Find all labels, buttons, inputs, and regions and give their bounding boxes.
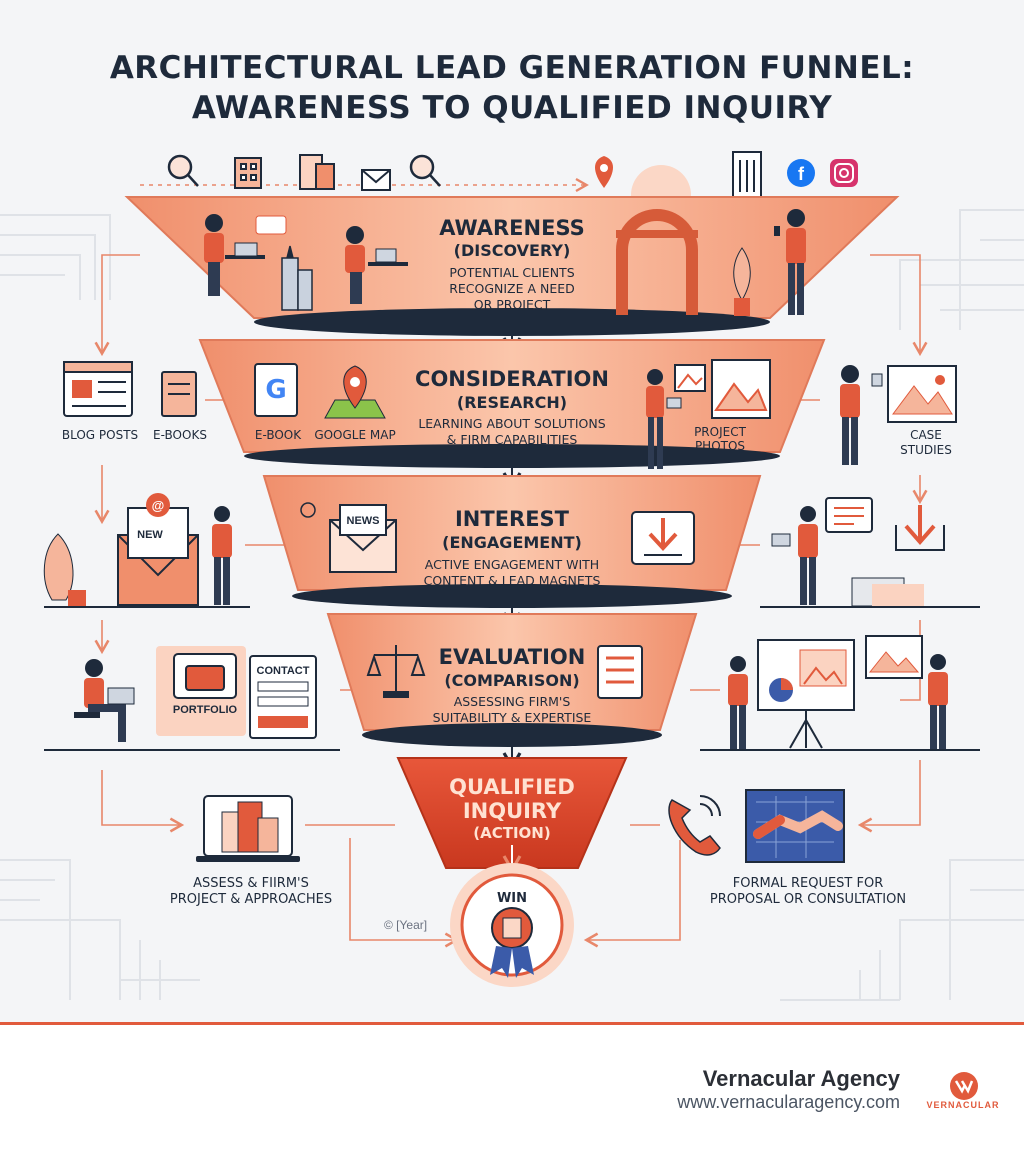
envelope-icon <box>361 169 391 191</box>
portfolio-card: PORTFOLIO <box>156 646 246 736</box>
stage-description: LEARNING ABOUT SOLUTIONS <box>418 416 605 431</box>
svg-text:G: G <box>265 375 286 405</box>
vernacular-logo-icon <box>950 1072 978 1100</box>
agency-name: Vernacular Agency <box>702 1066 900 1091</box>
win-badge[interactable]: WIN <box>450 863 574 987</box>
stage-subtitle: (ACTION) <box>473 824 550 842</box>
case-study-image-icon <box>887 365 957 423</box>
e-books-label: E-BOOKS <box>153 428 207 442</box>
building-icon-1 <box>234 157 262 189</box>
stage-description: RECOGNIZE A NEED <box>449 281 575 296</box>
project-photos-label: PROJECT <box>694 425 747 439</box>
facebook-icon[interactable]: f <box>787 159 815 187</box>
footer <box>0 1025 1024 1154</box>
laptop-building-icon <box>196 795 300 862</box>
building-icon-2 <box>299 154 335 190</box>
page-title-line-1: ARCHITECTURAL LEAD GENERATION FUNNEL: <box>109 50 915 86</box>
stage-title: EVALUATION <box>439 645 586 669</box>
case-studies-label: CASE <box>910 428 942 442</box>
contact-label: CONTACT <box>257 665 310 677</box>
assess-label: ASSESS & FIIRM'S <box>193 876 309 891</box>
checkmark-icon <box>300 502 316 518</box>
stage-description: POTENTIAL CLIENTS <box>449 265 574 280</box>
contact-form-card: CONTACT <box>249 655 317 739</box>
stage-qualified-inquiry[interactable]: QUALIFIED INQUIRY (ACTION) <box>396 757 628 874</box>
svg-text:@: @ <box>152 498 165 513</box>
e-books-icon <box>161 371 197 417</box>
funnel-diagram: f AWARENESS (DISCOVERY) <box>0 151 1024 1001</box>
stage-description: ASSESSING FIRM'S <box>454 694 571 709</box>
person-at-laptop-icon <box>204 214 287 296</box>
background-building-lines <box>0 209 1024 1001</box>
stage-description: CONTENT & LEAD MAGNETS <box>424 573 601 588</box>
person-at-laptop-icon-2 <box>74 659 135 742</box>
download-tray-icon <box>851 505 945 608</box>
instagram-icon[interactable] <box>830 159 858 187</box>
stage-subtitle: (COMPARISON) <box>444 671 579 690</box>
stage-awareness[interactable]: AWARENESS (DISCOVERY) POTENTIAL CLIENTS … <box>124 196 900 336</box>
arch-gateway-icon <box>616 209 698 315</box>
google-map-label: GOOGLE MAP <box>314 428 395 442</box>
handshake-blueprint-icon <box>745 789 845 863</box>
person-at-desk-icon <box>345 226 408 304</box>
blog-posts-label: BLOG POSTS <box>62 428 138 442</box>
person-viewing-case-study-icon <box>840 365 883 465</box>
location-pin-icon <box>595 156 613 188</box>
case-studies-label: STUDIES <box>900 443 952 457</box>
map-pin-icon <box>324 365 386 419</box>
newsletter-envelope-icon: NEW @ <box>43 493 199 606</box>
stage-evaluation[interactable]: EVALUATION (COMPARISON) ASSESSING FIRM'S… <box>326 613 698 747</box>
stage-description: ACTIVE ENGAGEMENT WITH <box>425 557 599 572</box>
magnifier-icon-2 <box>409 154 441 187</box>
stage-description: SUITABILITY & EXPERTISE <box>433 710 592 725</box>
magnifier-icon <box>167 154 199 187</box>
formal-request-label: FORMAL REQUEST FOR <box>733 876 884 891</box>
stage-description: & FIRM CAPABILITIES <box>447 432 578 447</box>
download-icon <box>631 511 695 565</box>
checklist-icon <box>597 645 643 699</box>
people-presenting-icon <box>728 654 948 749</box>
logo-wordmark: VERNACULAR <box>926 1100 1000 1110</box>
plant-icon <box>733 247 751 316</box>
portfolio-label: PORTFOLIO <box>173 704 238 716</box>
stage-title: INTEREST <box>455 507 570 531</box>
stage-description: OR PROJECT <box>474 297 551 312</box>
formal-request-label: PROPOSAL OR CONSULTATION <box>710 892 906 907</box>
project-photos-label: PHOTOS <box>695 439 745 453</box>
person-reading-icon <box>212 506 232 605</box>
stage-interest[interactable]: INTEREST (ENGAGEMENT) ACTIVE ENGAGEMENT … <box>262 475 762 608</box>
skyline-icon <box>281 245 313 311</box>
person-with-phone-icon <box>774 209 806 315</box>
stage-consideration[interactable]: CONSIDERATION (RESEARCH) LEARNING ABOUT … <box>198 339 826 469</box>
stage-title: QUALIFIED <box>449 775 575 799</box>
stage-title: INQUIRY <box>463 799 562 823</box>
stage-title: AWARENESS <box>439 216 585 240</box>
building-icon-3 <box>732 151 762 198</box>
right-flow-arrows <box>583 254 928 948</box>
photo-icon <box>674 359 771 419</box>
presentation-board-icon <box>757 635 923 749</box>
agency-url-link[interactable]: www.vernacularagency.com <box>677 1092 900 1112</box>
copyright-text: © [Year] <box>384 918 427 932</box>
blog-posts-icon <box>63 361 133 417</box>
footer-divider <box>0 1022 1024 1025</box>
e-book-label: E-BOOK <box>255 428 302 442</box>
person-with-tablet-icon <box>646 369 682 469</box>
win-label: WIN <box>497 891 527 906</box>
scales-icon <box>366 645 426 698</box>
svg-text:f: f <box>798 164 805 184</box>
news-envelope-icon: NEWS <box>329 504 397 573</box>
stage-title: CONSIDERATION <box>415 367 609 391</box>
person-with-laptop-chat-icon <box>771 497 873 605</box>
news-label: NEWS <box>347 515 380 527</box>
new-label: NEW <box>137 529 163 541</box>
assess-label: PROJECT & APPROACHES <box>170 892 332 907</box>
page-title-line-2: AWARENESS TO QUALIFIED INQUIRY <box>191 90 833 126</box>
stage-subtitle: (RESEARCH) <box>457 393 567 412</box>
stage-subtitle: (DISCOVERY) <box>454 241 571 260</box>
google-book-icon: G <box>254 363 298 417</box>
phone-icon <box>668 795 721 856</box>
stage-subtitle: (ENGAGEMENT) <box>442 533 582 552</box>
